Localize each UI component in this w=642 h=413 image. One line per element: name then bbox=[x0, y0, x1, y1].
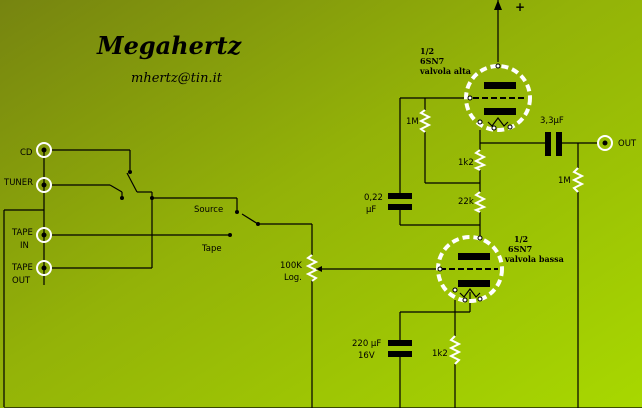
jack-tuner-icon bbox=[36, 177, 52, 193]
switch-label-source: Source bbox=[194, 205, 223, 215]
cap-coupling-value: 0,22 bbox=[364, 193, 383, 203]
jack-tape-out-icon bbox=[36, 260, 52, 276]
input-label-tape-in-2: IN bbox=[20, 241, 29, 251]
res-1k2-bottom: 1k2 bbox=[432, 349, 448, 359]
res-22k: 22k bbox=[458, 197, 474, 207]
capacitor-output-icon bbox=[545, 132, 562, 156]
input-label-cd: CD bbox=[20, 148, 33, 158]
cap-output-value: 3,3µF bbox=[540, 116, 564, 126]
potentiometer-icon bbox=[305, 254, 322, 282]
cap-bypass-value: 220 µF bbox=[352, 339, 381, 349]
jack-tape-in-icon bbox=[36, 227, 52, 243]
tube-lower-l3: valvola bassa bbox=[504, 254, 564, 264]
tube-lower-icon bbox=[436, 235, 504, 303]
jack-cd-icon bbox=[36, 142, 52, 158]
output-label: OUT bbox=[618, 139, 637, 149]
tube-upper-l1: 1/2 bbox=[420, 46, 434, 56]
pot-value: 100K bbox=[280, 261, 302, 271]
capacitor-coupling-icon bbox=[388, 193, 412, 210]
input-label-tape-out-2: OUT bbox=[12, 276, 31, 286]
tube-upper-l2: 6SN7 bbox=[420, 56, 444, 66]
page-title: Megahertz bbox=[96, 31, 243, 60]
switch-contacts bbox=[120, 170, 260, 237]
pot-taper: Log. bbox=[284, 273, 302, 283]
resistor-22k-icon bbox=[473, 191, 487, 213]
tube-lower-l1: 1/2 bbox=[514, 234, 528, 244]
input-label-tape-in-1: TAPE bbox=[11, 228, 33, 238]
res-1m-out: 1M bbox=[558, 176, 571, 186]
switch-label-tape: Tape bbox=[201, 244, 222, 254]
resistor-1m-out-icon bbox=[571, 167, 585, 193]
cap-coupling-unit: µF bbox=[366, 205, 376, 215]
jack-out-icon bbox=[597, 135, 613, 151]
tube-upper-icon bbox=[464, 63, 532, 132]
input-label-tape-out-1: TAPE bbox=[11, 263, 33, 273]
input-label-tuner: TUNER bbox=[3, 178, 33, 188]
supply-label: + bbox=[515, 0, 525, 14]
tube-lower-l2: 6SN7 bbox=[508, 244, 532, 254]
res-1m-top: 1M bbox=[406, 117, 419, 127]
resistor-1k2-bottom-icon bbox=[448, 335, 462, 365]
tube-upper-l3: valvola alta bbox=[419, 66, 471, 76]
author-email: mhertz@tin.it bbox=[131, 71, 223, 86]
resistor-1k2-top-icon bbox=[473, 149, 487, 171]
res-1k2-top: 1k2 bbox=[458, 158, 474, 168]
cap-bypass-voltage: 16V bbox=[358, 351, 375, 361]
capacitor-bypass-icon bbox=[388, 340, 412, 357]
resistor-1m-top-icon bbox=[418, 109, 432, 133]
supply-arrow-icon bbox=[494, 0, 502, 10]
wires bbox=[3, 0, 642, 409]
